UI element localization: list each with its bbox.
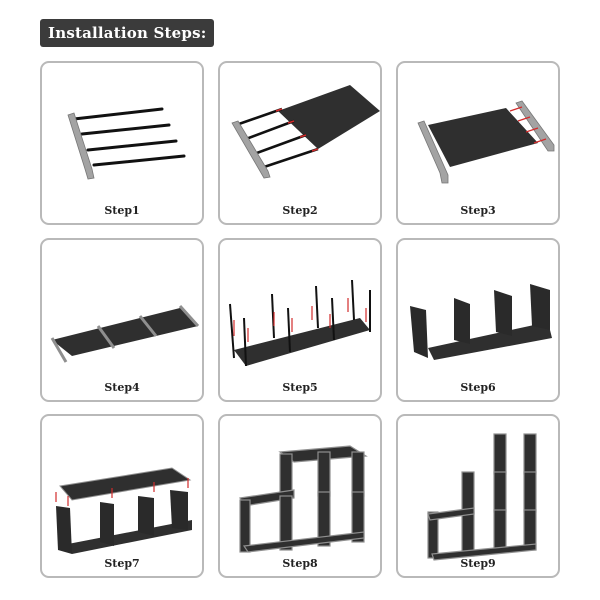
step-panel-4: Step4 [40, 238, 204, 402]
step-label: Step7 [104, 557, 140, 570]
step-label: Step4 [104, 381, 140, 394]
step1-illustration [67, 107, 186, 180]
step-panel-8: Step8 [218, 414, 382, 578]
step-panel-7: Step7 [40, 414, 204, 578]
step-label: Step8 [282, 557, 318, 570]
step-panel-2: Step2 [218, 61, 382, 225]
step3-illustration [417, 100, 555, 184]
step-panel-9: Step9 [396, 414, 560, 578]
step4-illustration [50, 304, 200, 363]
step-label: Step5 [282, 381, 318, 394]
step-panel-3: Step3 [396, 61, 560, 225]
step-label: Step1 [104, 204, 140, 217]
step2-illustration [231, 85, 380, 179]
step-label: Step9 [460, 557, 496, 570]
step7-illustration [55, 467, 192, 554]
step-label: Step3 [460, 204, 496, 217]
step-label: Step2 [282, 204, 318, 217]
step-panel-5: Step5 [218, 238, 382, 402]
step6-illustration [410, 284, 552, 360]
step-panel-1: Step1 [40, 61, 204, 225]
step-label: Step6 [460, 381, 496, 394]
page-title: Installation Steps: [40, 19, 215, 47]
step5-illustration [229, 279, 371, 367]
step9-illustration [427, 433, 537, 561]
step-panel-6: Step6 [396, 238, 560, 402]
step8-illustration [239, 445, 368, 553]
